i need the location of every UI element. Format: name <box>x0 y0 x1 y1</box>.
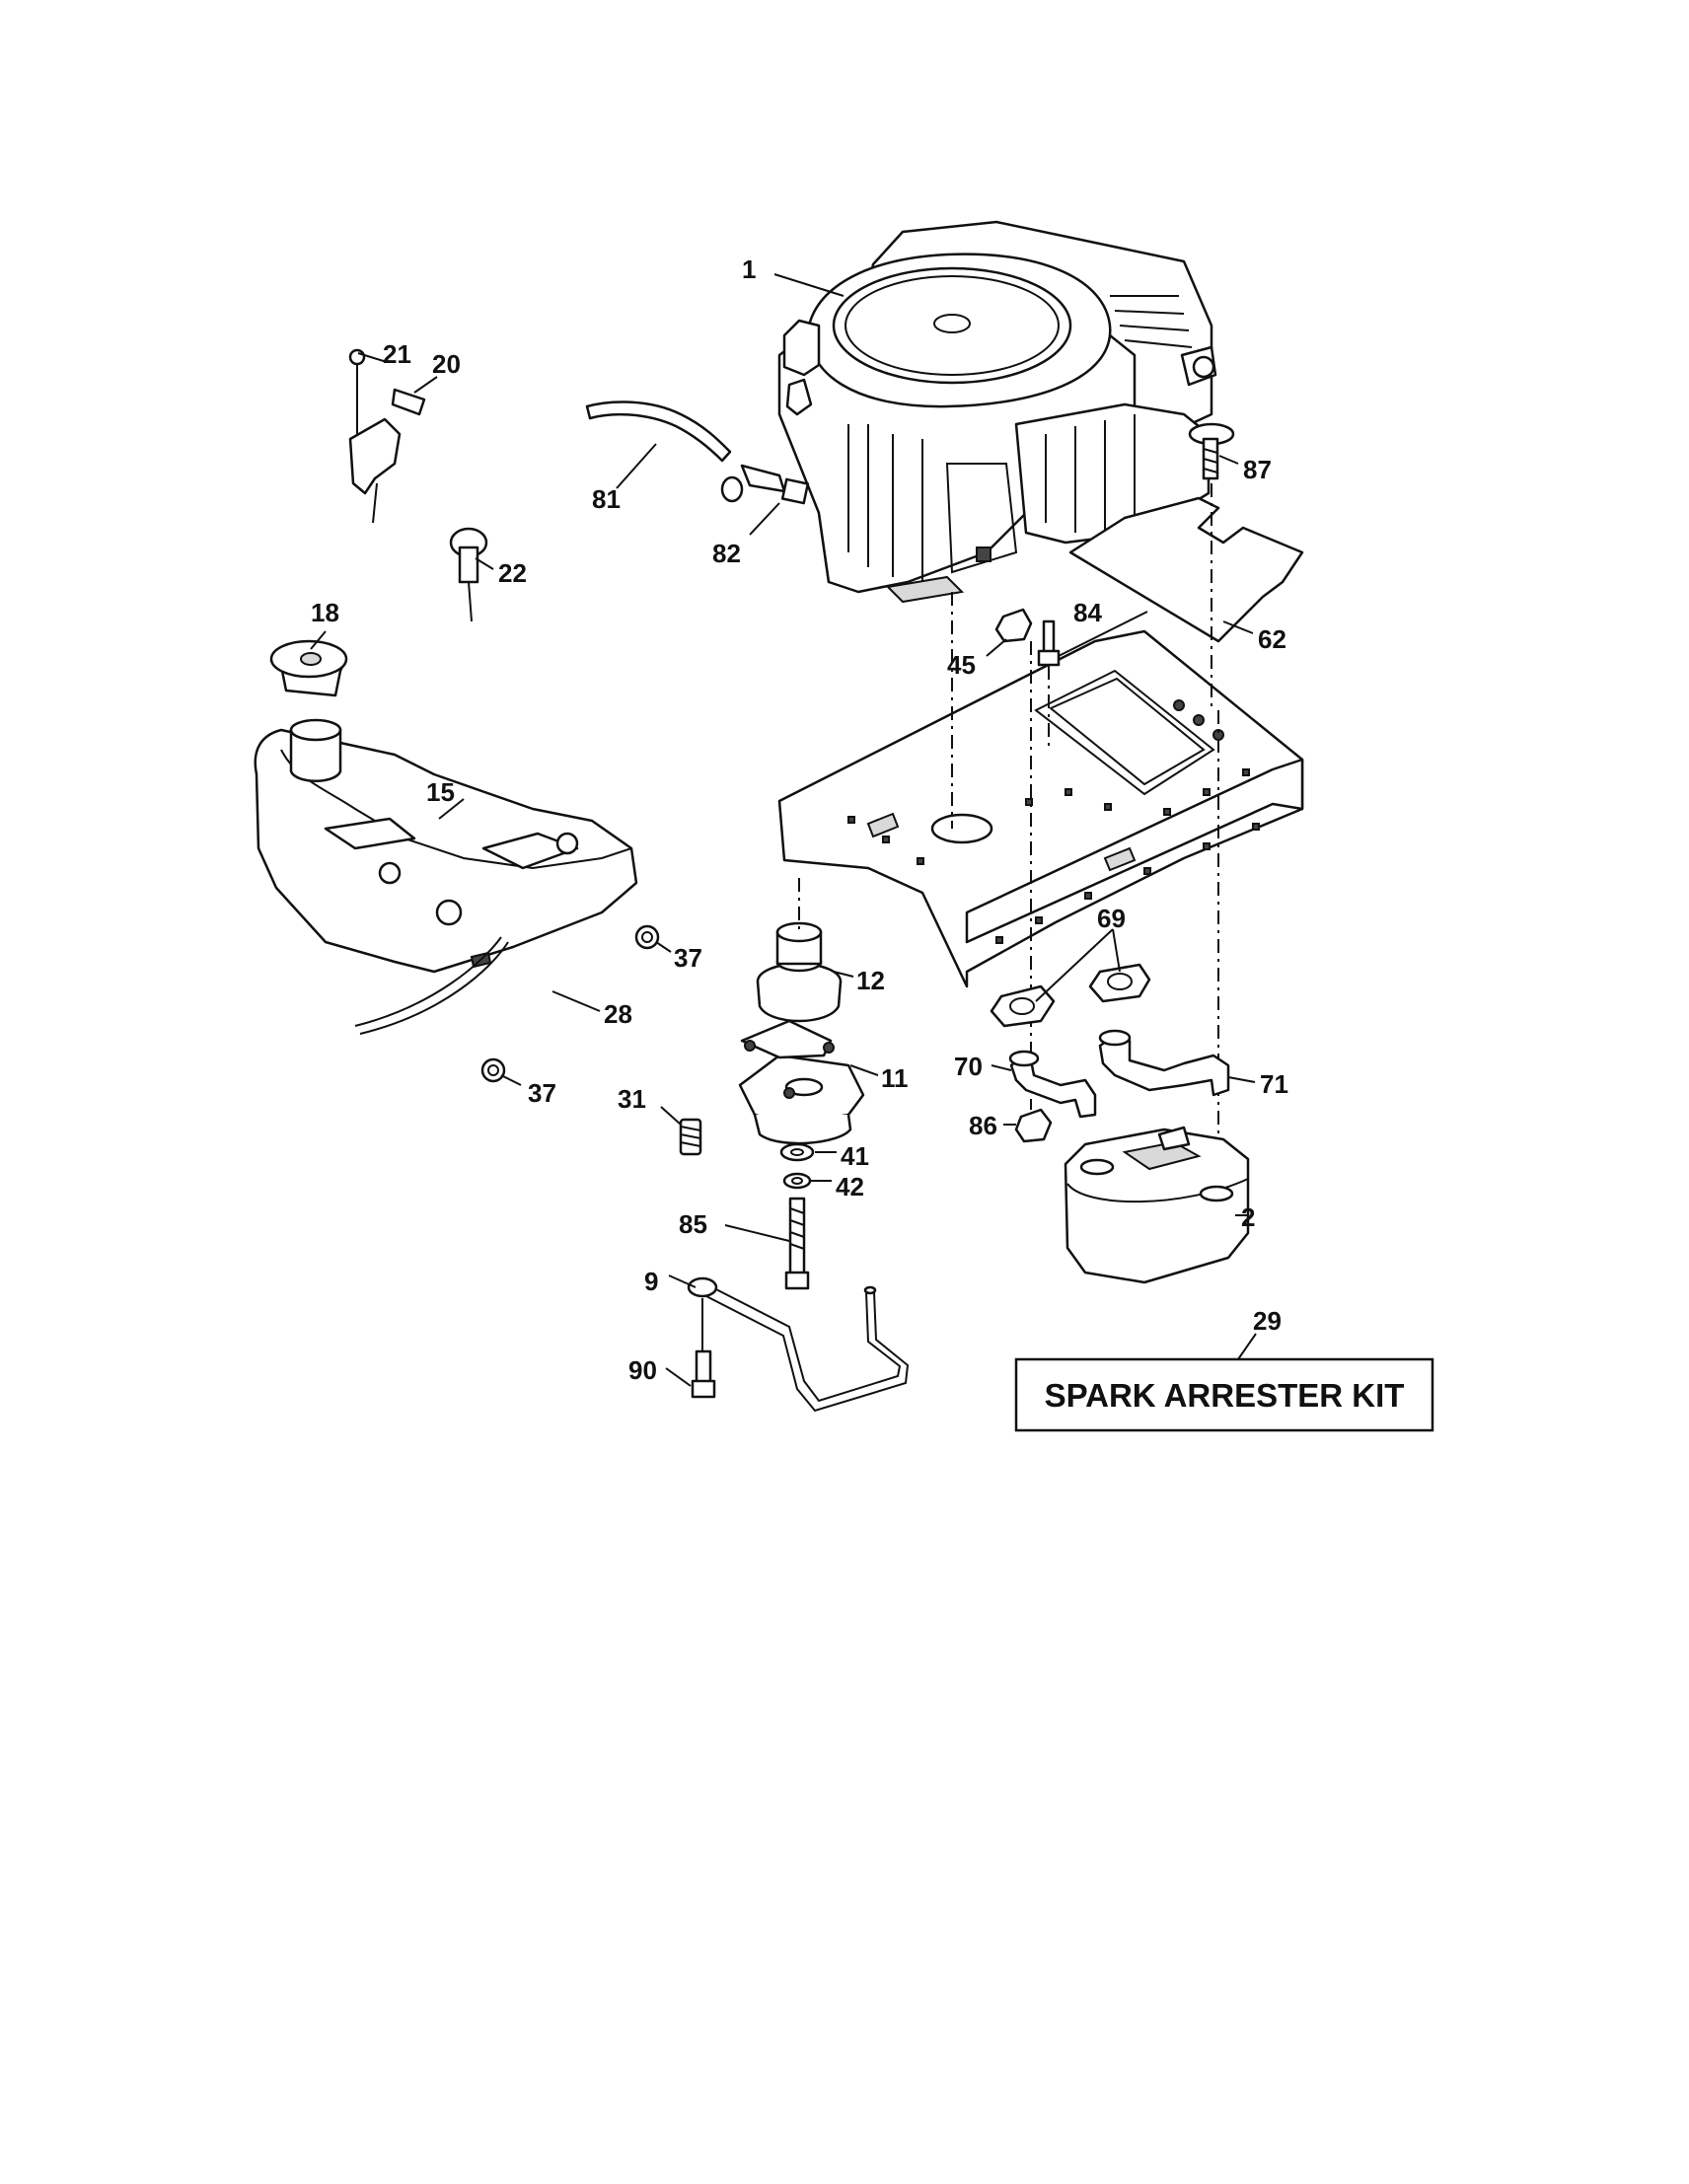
callout-28: 28 <box>604 999 632 1029</box>
fuel-tank <box>254 718 638 974</box>
callout-69: 69 <box>1097 904 1126 933</box>
engine-pulley <box>756 921 843 1023</box>
spark-arrester-kit-box: SPARK ARRESTER KIT <box>1014 1357 1434 1432</box>
callout-37-lower: 37 <box>528 1078 556 1108</box>
pto-clutch <box>738 1019 865 1145</box>
callout-9: 9 <box>644 1267 658 1296</box>
fuel-hose <box>354 936 509 1035</box>
callout-84: 84 <box>1073 598 1102 627</box>
washer-41 <box>779 1142 815 1162</box>
callout-29: 29 <box>1253 1306 1282 1336</box>
engine-bolt-87 <box>1188 422 1235 480</box>
callout-82: 82 <box>712 539 741 568</box>
callout-86: 86 <box>969 1111 997 1140</box>
callout-37-upper: 37 <box>674 943 702 973</box>
fuel-line <box>585 400 732 463</box>
callout-90: 90 <box>628 1355 657 1385</box>
exhaust-gasket-left <box>990 984 1056 1028</box>
callout-20: 20 <box>432 349 461 379</box>
exhaust-pipe-left <box>1008 1050 1097 1119</box>
tie-rod <box>687 1276 910 1413</box>
callout-70: 70 <box>954 1052 983 1081</box>
exhaust-pipe-right <box>1098 1029 1230 1097</box>
callout-45: 45 <box>947 650 976 680</box>
callout-31: 31 <box>618 1084 646 1114</box>
control-knob <box>449 527 488 622</box>
chassis-plate <box>777 629 1304 988</box>
callout-62: 62 <box>1258 624 1286 654</box>
exhaust-gasket-right <box>1088 963 1151 1003</box>
spark-arrester-kit-label: SPARK ARRESTER KIT <box>1045 1377 1405 1414</box>
control-bracket <box>348 348 426 524</box>
callout-2: 2 <box>1241 1202 1255 1232</box>
engine-nut-45 <box>994 608 1033 643</box>
callout-labels: 1 21 20 22 18 81 82 87 84 45 62 15 37 28… <box>311 255 1288 1385</box>
fuel-filter <box>720 464 810 505</box>
clutch-bolt <box>784 1197 810 1290</box>
engine-bolt-84 <box>1037 619 1061 667</box>
fuel-cap <box>269 639 348 697</box>
callout-11: 11 <box>881 1063 909 1093</box>
callout-15: 15 <box>426 777 455 807</box>
callout-22: 22 <box>498 558 527 588</box>
callout-41: 41 <box>841 1141 869 1171</box>
hose-clamp-lower <box>480 1057 506 1083</box>
washer-42 <box>782 1172 812 1190</box>
exhaust-nut-86 <box>1014 1108 1053 1143</box>
callout-87: 87 <box>1243 455 1272 484</box>
callout-12: 12 <box>856 966 885 995</box>
engine <box>777 220 1217 604</box>
callout-21: 21 <box>383 339 411 369</box>
hose-clamp-upper <box>634 924 660 950</box>
heat-shield <box>1068 496 1304 643</box>
leader-lines <box>310 273 1257 1387</box>
callout-18: 18 <box>311 598 339 627</box>
callout-71: 71 <box>1260 1069 1288 1099</box>
callout-81: 81 <box>592 484 621 514</box>
spring <box>679 1118 702 1156</box>
callout-85: 85 <box>679 1209 707 1239</box>
muffler <box>1064 1126 1250 1284</box>
callout-42: 42 <box>836 1172 864 1201</box>
tie-rod-bolt <box>691 1298 716 1399</box>
callout-1: 1 <box>742 255 756 284</box>
alignment-lines <box>798 483 1219 1154</box>
